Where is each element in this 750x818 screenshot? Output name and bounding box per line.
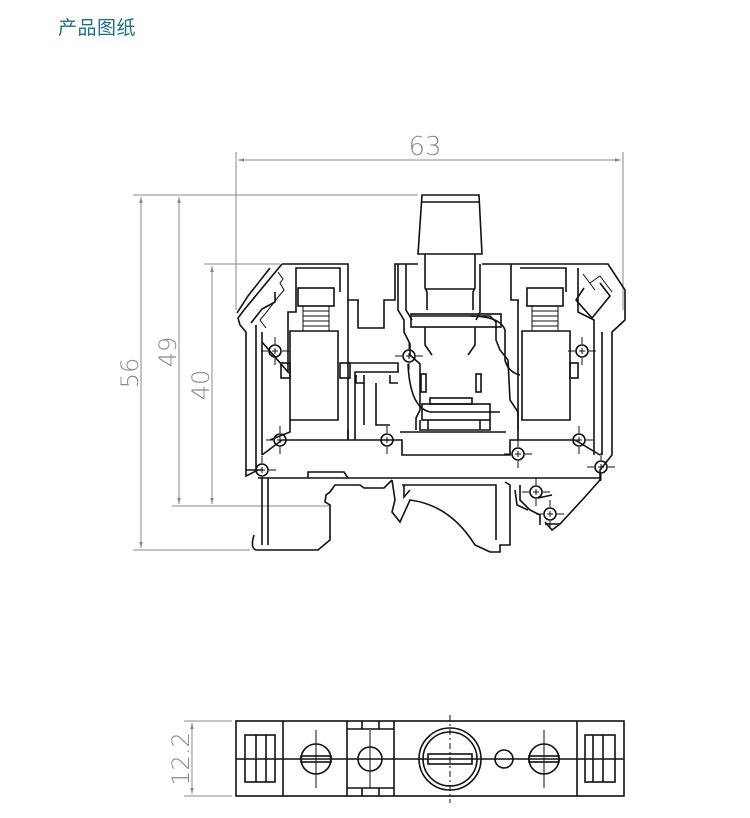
indicator-hole-icon	[494, 749, 514, 769]
dimension-body-height: 40	[187, 263, 280, 504]
dimension-thickness: 12.2	[167, 720, 232, 797]
fuse-cap-icon	[417, 194, 483, 310]
fuse-cap-top-icon	[418, 715, 482, 803]
left-screw-icon	[300, 730, 332, 788]
pivot-marks	[248, 337, 615, 528]
dim-49-label: 49	[154, 337, 182, 368]
dim-56-label: 56	[116, 358, 144, 389]
middle-screw-icon	[347, 721, 394, 796]
page-title: 产品图纸	[58, 17, 137, 39]
dim-40-label: 40	[187, 370, 215, 401]
dimension-height-to-rail: 49	[154, 197, 330, 507]
dimension-overall-height: 56	[116, 194, 418, 551]
right-entry-icon	[584, 734, 616, 783]
dim-width-label: 63	[408, 132, 441, 162]
front-view-part	[236, 194, 626, 553]
top-view-part	[235, 715, 625, 803]
left-entry-icon	[244, 734, 276, 783]
right-screw-icon	[528, 730, 560, 788]
dim-12-2-label: 12.2	[167, 732, 195, 785]
dimension-width: 63	[235, 132, 624, 310]
